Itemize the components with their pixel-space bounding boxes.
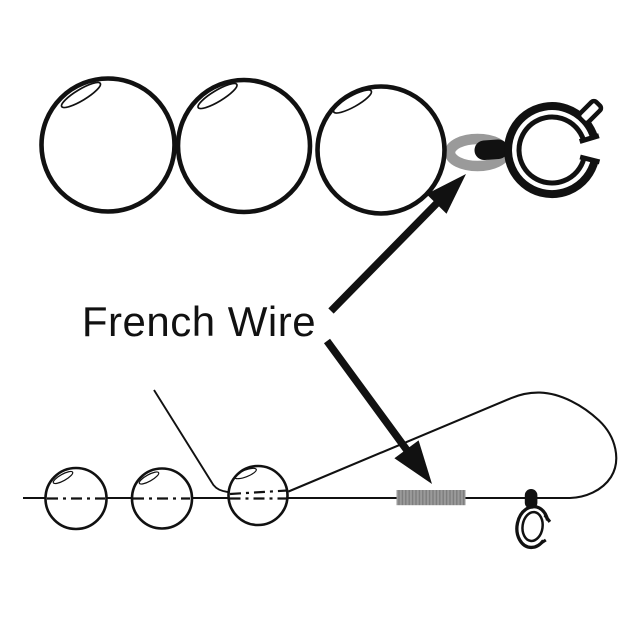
french-wire-tube [396,490,466,506]
arrow-shaft [323,338,413,456]
clasp-ring-outer [515,504,550,550]
bottom-strand [23,389,618,550]
bead-highlight [197,82,238,110]
clasp-ring-end-cap [540,538,547,545]
clasp-ring-latch [543,514,552,523]
clasp-inner-ring [516,114,587,186]
clasp-gap-end-cap [578,133,600,144]
top-strand [39,76,604,216]
arrow-head [426,174,466,214]
bead-large-3 [315,84,447,216]
crimp-bead [524,489,538,509]
clasp-ring-inner [521,510,544,543]
spring-ring-clasp [504,98,604,199]
label-french-wire: French Wire [82,298,316,345]
clasp-outer-ring [504,102,599,199]
bead-highlight [52,470,74,485]
crimp-cover [474,139,508,160]
bead-highlight [60,81,102,109]
arrow-to-french-wire-tube [323,338,432,484]
bead-highlight [234,467,257,480]
annotation-arrows [323,174,466,484]
clasp-lever [576,98,604,126]
arrow-head [394,440,432,484]
arrow-shaft [328,197,443,314]
bead-large-2 [175,77,313,215]
stringing-wire-loop [23,391,618,500]
arrow-to-french-wire-loop [328,174,466,314]
clasp-gap-end-cap [579,154,601,165]
bead-highlight [332,89,373,114]
bead-highlight [138,471,160,485]
bead-large-1 [39,76,177,214]
bead-small-3 [227,464,289,527]
clasp-ring [515,504,552,550]
thread-tail [153,389,229,494]
return-wire-inside-bead [229,489,288,496]
